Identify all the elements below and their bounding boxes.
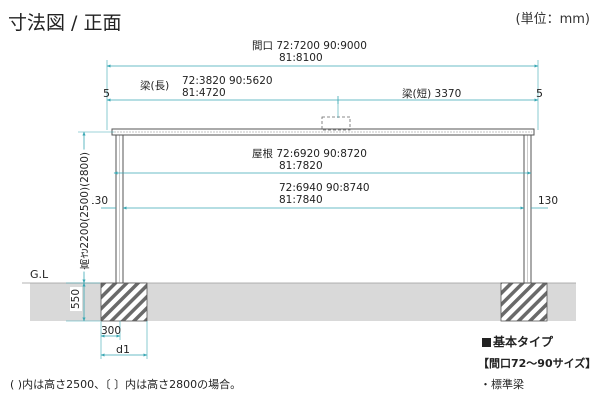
end-offset-left: 5 bbox=[103, 87, 110, 100]
d1-label: d1 bbox=[116, 343, 130, 356]
span-dimension-line1: 72:6940 90:8740 bbox=[279, 182, 370, 194]
footnote: ( )内は高さ2500、〔 〕内は高さ2800の場合。 bbox=[10, 378, 242, 391]
height-dimension: 高さ2200(2500)(2800) bbox=[77, 150, 92, 272]
opening-dimension: 間口 72:7200 90:9000 81:8100 bbox=[252, 40, 367, 64]
page-title: 寸法図 / 正面 bbox=[8, 12, 122, 34]
gl-label: G.L bbox=[30, 268, 49, 281]
legend-title-text: 基本タイプ bbox=[493, 335, 554, 349]
footing-left bbox=[100, 282, 148, 322]
beam-long-label: 梁(長) bbox=[140, 80, 170, 92]
roof-dimension-line1: 屋根 72:6920 90:8720 bbox=[252, 148, 367, 160]
roof-dimension: 屋根 72:6920 90:8720 81:7820 bbox=[252, 148, 367, 172]
footing-width: 300 bbox=[101, 325, 122, 337]
legend-item: ・標準梁 bbox=[480, 378, 524, 391]
beam-long-line1: 72:3820 90:5620 bbox=[182, 75, 273, 87]
span-dimension-line2: 81:7840 bbox=[279, 194, 323, 206]
opening-dimension-line1: 間口 72:7200 90:9000 bbox=[252, 40, 367, 52]
opening-dimension-line2: 81:8100 bbox=[279, 52, 323, 64]
inset-right: 130 bbox=[538, 195, 559, 207]
roof-dimension-line2: 81:7820 bbox=[279, 160, 323, 172]
beam-long-dimension: 72:3820 90:5620 81:4720 bbox=[182, 75, 273, 99]
legend-square-icon bbox=[482, 338, 491, 347]
legend-subtitle: 【間口72～90サイズ】 bbox=[478, 357, 597, 370]
legend-title: 基本タイプ bbox=[482, 333, 553, 350]
beam-joint bbox=[321, 116, 351, 131]
span-dimension: 72:6940 90:8740 81:7840 bbox=[279, 182, 370, 206]
inset-left: 130 bbox=[88, 195, 109, 207]
footing-right bbox=[500, 282, 548, 322]
beam-short-dimension: 梁(短) 3370 bbox=[402, 88, 462, 100]
footing-depth: 550 bbox=[70, 287, 82, 312]
beam-long-line2: 81:4720 bbox=[182, 87, 226, 99]
unit-label: (単位：mm) bbox=[515, 12, 590, 27]
end-offset-right: 5 bbox=[536, 87, 543, 100]
